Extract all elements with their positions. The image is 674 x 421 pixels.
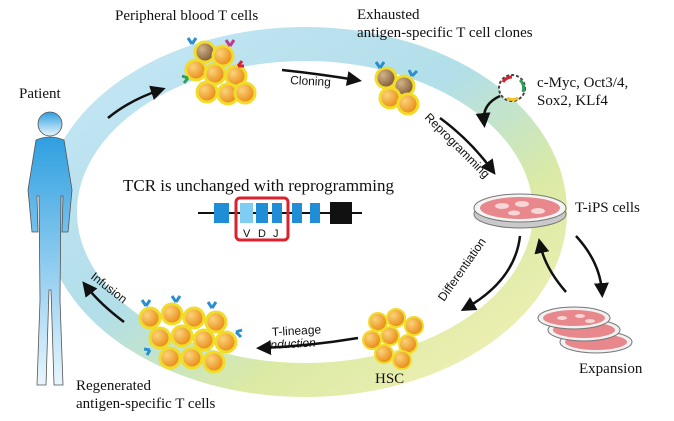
regen-label-line1: Regenerated xyxy=(76,378,151,394)
peripheral-label: Peripheral blood T cells xyxy=(115,8,259,24)
cloning-label: Cloning xyxy=(290,73,331,89)
factors-label: c-Myc, Oct3/4, Sox2, KLf4 xyxy=(537,74,628,110)
differentiation-label: Differentiation xyxy=(435,235,489,304)
vdj-j: J xyxy=(273,228,279,240)
reprogramming-label: Reprogramming xyxy=(422,110,493,181)
expansion-dishes xyxy=(537,306,633,354)
tlineage-label-line1: T-lineage xyxy=(271,322,321,339)
exhausted-label-line1: Exhausted xyxy=(357,7,420,23)
peripheral-t-cells xyxy=(181,37,257,106)
vdj-d: D xyxy=(258,228,266,240)
hsc-label: HSC xyxy=(375,371,405,387)
regen-label-line2: antigen-specific T cells xyxy=(76,396,216,412)
expansion-label: Expansion xyxy=(579,361,643,377)
regen-label: Regenerated antigen-specific T cells xyxy=(76,377,215,413)
tlineage-label-line2: induction xyxy=(267,335,316,352)
exhausted-label: Exhausted antigen-specific T cell clones xyxy=(357,6,533,42)
factors-label-line1: c-Myc, Oct3/4, xyxy=(537,75,629,91)
tcr-gene-schematic: V D J xyxy=(198,196,362,242)
factors-label-line2: Sox2, KLf4 xyxy=(537,93,608,109)
tips-label: T-iPS cells xyxy=(575,200,640,216)
vdj-v: V xyxy=(243,228,251,240)
tcr-caption: TCR is unchanged with reprogramming xyxy=(123,176,395,195)
patient-figure xyxy=(27,111,73,386)
plasmid-icon xyxy=(498,74,526,102)
regenerated-t-cells xyxy=(138,295,243,374)
flow-arrows xyxy=(82,68,609,356)
tips-dish xyxy=(473,193,567,229)
hsc-cluster xyxy=(362,308,424,370)
exhausted-clones xyxy=(374,61,420,116)
patient-label: Patient xyxy=(19,86,61,102)
exhausted-label-line2: antigen-specific T cell clones xyxy=(357,25,533,41)
